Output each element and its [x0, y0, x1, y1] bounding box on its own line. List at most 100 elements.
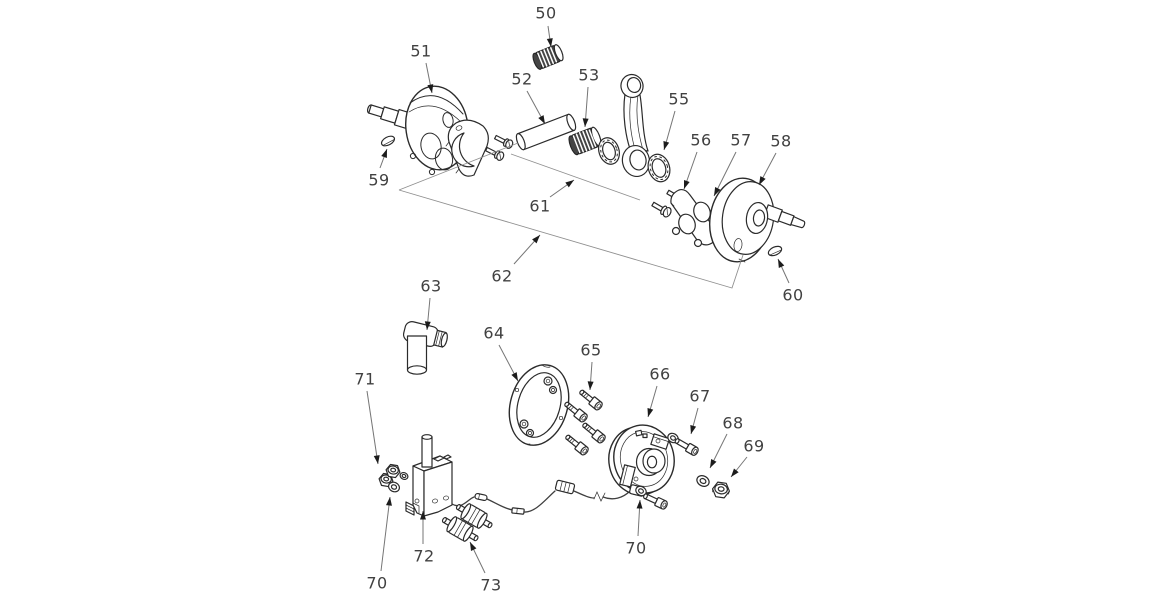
part-number-61: 61 — [529, 197, 550, 216]
callout-hex-nut: 69 — [730, 437, 764, 478]
part-woodruff-key-right — [767, 245, 783, 257]
part-number-66: 66 — [649, 365, 670, 384]
group-line-62 — [398, 189, 744, 289]
part-hex-nut — [711, 481, 731, 499]
callout-thrust-washer-right: 55 — [663, 90, 689, 151]
part-number-71: 71 — [354, 370, 375, 389]
callout-crank-pin: 52 — [511, 70, 546, 125]
crankshaft-assembly-group — [366, 44, 806, 263]
part-flywheel-bolt-upper — [674, 438, 699, 456]
part-small-washer — [399, 471, 409, 481]
arrowhead — [424, 321, 431, 330]
arrowhead — [427, 84, 434, 93]
callout-flat-washer: 68 — [709, 414, 743, 469]
part-number-57: 57 — [730, 131, 751, 150]
callout-coil-nuts: 71 — [354, 370, 380, 465]
part-number-64: 64 — [483, 324, 504, 343]
arrowhead — [373, 455, 380, 464]
part-flywheel-backing-ring — [508, 364, 570, 446]
arrowhead — [683, 179, 690, 189]
part-number-67: 67 — [689, 387, 710, 406]
arrowhead — [470, 542, 477, 551]
arrowhead — [663, 141, 670, 150]
callout-piston-pin-needle-bearing: 50 — [535, 4, 556, 48]
arrowhead — [385, 497, 392, 506]
part-thrust-washer-right — [647, 153, 671, 183]
part-crank-pin-needle-bearing — [568, 126, 602, 156]
callout-spark-plug-boot: 63 — [420, 277, 441, 331]
part-number-50: 50 — [535, 4, 556, 23]
part-number-58: 58 — [770, 132, 791, 151]
part-number-52: 52 — [511, 70, 532, 89]
callout-flywheel: 66 — [647, 365, 670, 418]
part-number-59: 59 — [368, 171, 389, 190]
leader-line — [366, 390, 379, 465]
part-number-70: 70 — [625, 539, 646, 558]
part-number-68: 68 — [722, 414, 743, 433]
part-number-55: 55 — [668, 90, 689, 109]
arrowhead — [420, 511, 426, 520]
arrowhead — [546, 38, 553, 47]
part-number-65: 65 — [580, 341, 601, 360]
part-number-60: 60 — [782, 286, 803, 305]
arrowhead — [565, 180, 574, 188]
part-plate-screw-a — [493, 134, 514, 149]
callout-woodruff-key-right: 60 — [777, 258, 803, 305]
part-number-63: 63 — [420, 277, 441, 296]
callout-crank-pin-needle-bearing: 53 — [578, 66, 599, 128]
callout-woodruff-key-left: 59 — [368, 148, 389, 190]
arrowhead — [714, 187, 721, 196]
callout-flywheel-bolt-upper: 67 — [689, 387, 710, 435]
arrowhead — [778, 259, 785, 268]
part-number-62: 62 — [491, 267, 512, 286]
callout-flywheel-backing-ring: 64 — [483, 324, 519, 382]
arrowhead — [538, 115, 545, 124]
callout-crankshaft-assembly: 62 — [491, 234, 541, 286]
part-number-53: 53 — [578, 66, 599, 85]
part-mounting-screw-1 — [579, 389, 603, 411]
arrowhead — [690, 425, 697, 434]
part-mounting-screw-3 — [582, 422, 606, 444]
part-ignition-coil — [405, 434, 453, 517]
part-connecting-rod — [620, 73, 651, 178]
arrowhead — [511, 372, 518, 381]
arrowhead — [759, 176, 766, 185]
arrowhead — [731, 468, 739, 477]
callout-counterweight-plate: 57 — [713, 131, 751, 197]
callout-ignition-coil: 72 — [413, 511, 434, 566]
part-coil-nut-b — [385, 463, 401, 479]
ignition-assembly-group — [378, 321, 731, 542]
part-crank-pin — [515, 113, 577, 151]
part-number-69: 69 — [743, 437, 764, 456]
part-number-51: 51 — [410, 42, 431, 61]
part-crank-half-right — [709, 177, 806, 263]
arrowhead — [582, 118, 589, 127]
part-piston-pin-needle-bearing — [532, 44, 564, 70]
arrowhead — [647, 408, 654, 417]
part-flywheel-bolt-lower — [643, 493, 668, 510]
group-line-61-left — [398, 142, 519, 191]
part-rubber-mount-a — [455, 503, 493, 529]
part-rubber-mount-b — [441, 516, 479, 542]
callout-crank-half-right: 58 — [758, 132, 791, 186]
part-number-73: 73 — [480, 576, 501, 595]
part-stuffer-screw-b — [651, 201, 672, 218]
arrowhead — [710, 459, 717, 468]
callout-flywheel-washer: 70 — [625, 499, 646, 558]
part-number-56: 56 — [690, 131, 711, 150]
group-line-61 — [510, 153, 641, 201]
arrowhead — [532, 235, 540, 244]
part-flat-washer — [696, 475, 710, 487]
arrowhead — [587, 381, 594, 390]
callout-crank-pin-sub-assembly: 61 — [529, 179, 575, 216]
group-lines-layer — [398, 142, 744, 289]
part-number-70: 70 — [366, 574, 387, 593]
leader-line — [380, 496, 391, 572]
arrowhead — [636, 500, 643, 509]
arrowhead — [381, 149, 387, 159]
part-stuffer-plate-left — [445, 119, 489, 177]
callout-mounting-screws: 65 — [580, 341, 601, 391]
part-spark-plug-boot — [402, 321, 448, 375]
